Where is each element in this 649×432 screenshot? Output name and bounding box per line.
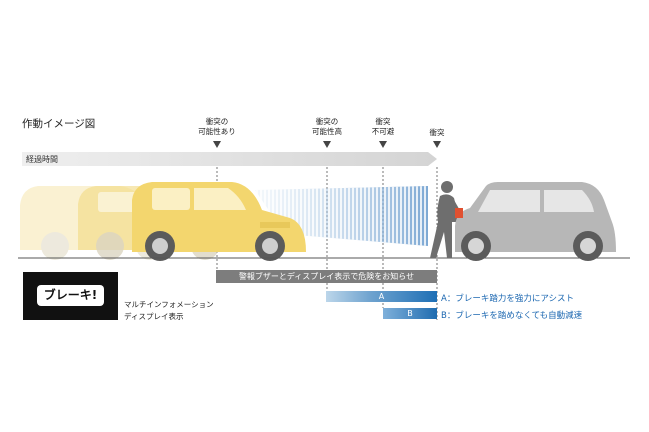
warning-bar: 警報ブザーとディスプレイ表示で危険をお知らせ bbox=[216, 270, 437, 283]
marker-label-collision-line1: 衝突 bbox=[429, 128, 445, 137]
marker-label-unavoidable: 衝突 不可避 bbox=[353, 117, 413, 137]
gray-car bbox=[455, 182, 616, 261]
time-bar bbox=[22, 152, 437, 166]
main-car bbox=[132, 182, 306, 261]
marker-label-possible-line1: 衝突の bbox=[205, 117, 229, 126]
time-bar-label: 経過時間 bbox=[26, 155, 58, 164]
marker-label-high-line2: 可能性高 bbox=[312, 127, 342, 136]
display-caption-line1: マルチインフォメーション bbox=[124, 300, 214, 309]
marker-label-high-line1: 衝突の bbox=[315, 117, 339, 126]
marker-label-high: 衝突の 可能性高 bbox=[297, 117, 357, 137]
display-caption-line2: ディスプレイ表示 bbox=[124, 312, 184, 321]
brake-display-logo-text: ブレーキ! bbox=[37, 285, 104, 306]
marker-label-unavoidable-line2: 不可避 bbox=[371, 127, 395, 136]
brake-display-logo: ブレーキ! bbox=[23, 272, 118, 320]
marker-label-possible-line2: 可能性あり bbox=[198, 127, 236, 136]
marker-label-collision: 衝突 bbox=[407, 128, 467, 138]
marker-label-unavoidable-line1: 衝突 bbox=[375, 117, 391, 126]
assist-a-description: A：ブレーキ踏力を強力にアシスト bbox=[441, 294, 574, 304]
brake-assist-bar-a: A bbox=[326, 291, 437, 302]
auto-brake-bar-b: B bbox=[383, 308, 437, 319]
assist-b-description: B：ブレーキを踏めなくても自動減速 bbox=[441, 311, 583, 321]
marker-label-possible: 衝突の 可能性あり bbox=[187, 117, 247, 137]
diagram-title: 作動イメージ図 bbox=[22, 118, 96, 130]
